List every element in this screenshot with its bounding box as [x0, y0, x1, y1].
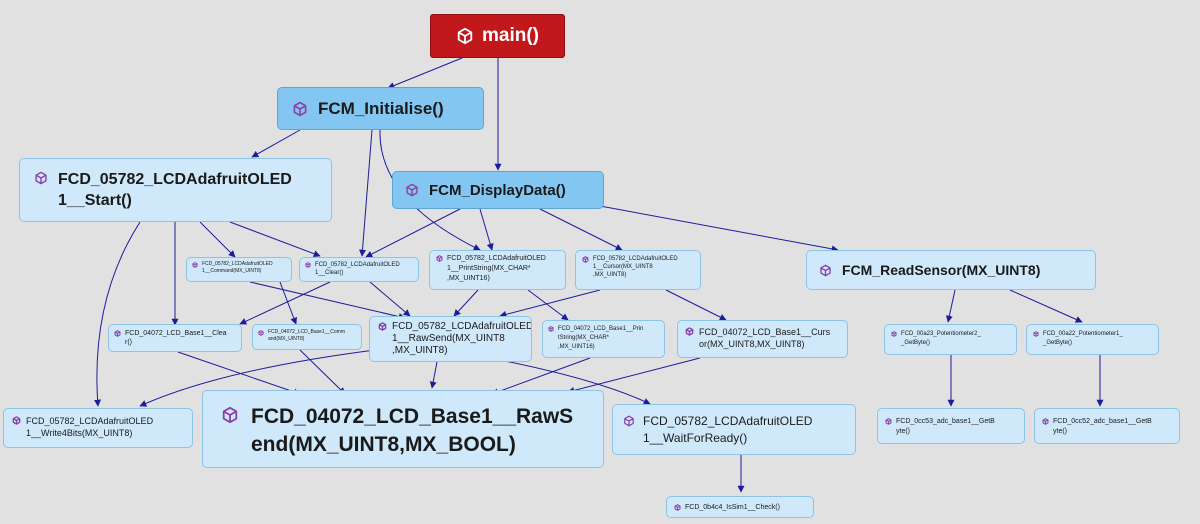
- function-cube-icon: [406, 183, 418, 197]
- node-cursor-04072[interactable]: FCD_04072_LCD_Base1__Curs or(MX_UINT8,MX…: [677, 320, 848, 358]
- edge: [199, 221, 236, 258]
- node-clear-04072[interactable]: FCD_04072_LCD_Base1__Clea r(): [108, 324, 242, 352]
- edge: [665, 289, 727, 321]
- edge: [599, 205, 839, 253]
- node-command-04072-label: FCD_04072_LCD_Base1__Comm and(MX_UINT8): [268, 329, 345, 342]
- node-fcm-displaydata[interactable]: FCM_DisplayData(): [392, 171, 604, 209]
- function-cube-icon: [1042, 418, 1049, 425]
- edge: [229, 221, 321, 258]
- node-command-04072[interactable]: FCD_04072_LCD_Base1__Comm and(MX_UINT8): [252, 324, 362, 350]
- edge: [429, 361, 438, 389]
- node-adc53-label: FCD_0cc53_adc_base1__GetB yte(): [896, 418, 995, 435]
- function-cube-icon: [1033, 331, 1039, 337]
- node-potentiometer2-label: FCD_00a23_Potentiometer2_ _GetByte(): [901, 331, 981, 346]
- function-cube-icon: [624, 415, 634, 427]
- edge: [279, 281, 298, 325]
- edge: [567, 357, 701, 394]
- node-issim-check[interactable]: FCD_0b4c4_IsSim1__Check(): [666, 496, 814, 518]
- node-fcm-readsensor[interactable]: FCM_ReadSensor(MX_UINT8): [806, 250, 1096, 290]
- function-cube-icon: [192, 262, 198, 268]
- function-cube-icon: [820, 264, 831, 276]
- node-write4bits[interactable]: FCD_05782_LCDAdafruitOLED 1__Write4Bits(…: [3, 408, 193, 448]
- edge: [239, 281, 331, 325]
- edge: [453, 289, 479, 317]
- function-cube-icon: [35, 171, 47, 185]
- node-main[interactable]: main(): [430, 14, 565, 58]
- node-write4bits-label: FCD_05782_LCDAdafruitOLED 1__Write4Bits(…: [26, 416, 154, 438]
- edge: [1009, 289, 1083, 323]
- edge: [387, 57, 463, 89]
- node-fcm-readsensor-label: FCM_ReadSensor(MX_UINT8): [842, 262, 1041, 278]
- function-cube-icon: [582, 256, 589, 263]
- edge: [94, 221, 141, 407]
- node-cursor-05782-label: FCD_05782_LCDAdafruitOLED 1__Cursor(MX_U…: [593, 256, 678, 278]
- edge: [491, 357, 591, 396]
- node-printstring-04072-label: FCD_04072_LCD_Base1__Prin tString(MX_CHA…: [558, 326, 644, 350]
- edge: [527, 289, 569, 321]
- edge: [299, 349, 346, 395]
- edge: [249, 281, 406, 320]
- edge: [539, 208, 623, 251]
- edge: [365, 208, 461, 258]
- node-command-05782-label: FCD_05782_LCDAdafruitOLED 1__Command(MX_…: [202, 261, 273, 274]
- node-printstring-04072[interactable]: FCD_04072_LCD_Base1__Prin tString(MX_CHA…: [542, 320, 665, 358]
- function-cube-icon: [885, 418, 892, 425]
- node-issim-check-label: FCD_0b4c4_IsSim1__Check(): [685, 503, 780, 511]
- node-cursor-05782[interactable]: FCD_05782_LCDAdafruitOLED 1__Cursor(MX_U…: [575, 250, 701, 290]
- node-adc52[interactable]: FCD_0cc52_adc_base1__GetB yte(): [1034, 408, 1180, 444]
- function-cube-icon: [305, 262, 311, 268]
- function-cube-icon: [436, 255, 443, 262]
- edge: [945, 289, 956, 323]
- function-cube-icon: [222, 406, 238, 424]
- node-cursor-04072-label: FCD_04072_LCD_Base1__Curs or(MX_UINT8,MX…: [699, 327, 831, 349]
- node-start[interactable]: FCD_05782_LCDAdafruitOLED 1__Start(): [19, 158, 332, 222]
- edge: [177, 351, 301, 396]
- function-cube-icon: [12, 416, 21, 425]
- node-waitforready[interactable]: FCD_05782_LCDAdafruitOLED 1__WaitForRead…: [612, 404, 856, 455]
- node-potentiometer2[interactable]: FCD_00a23_Potentiometer2_ _GetByte(): [884, 324, 1017, 355]
- node-main-label: main(): [482, 25, 539, 46]
- function-cube-icon: [685, 327, 694, 336]
- node-fcm-displaydata-label: FCM_DisplayData(): [429, 181, 566, 199]
- node-command-05782[interactable]: FCD_05782_LCDAdafruitOLED 1__Command(MX_…: [186, 257, 292, 282]
- node-adc53[interactable]: FCD_0cc53_adc_base1__GetB yte(): [877, 408, 1025, 444]
- edge: [479, 208, 494, 251]
- node-printstring-05782-label: FCD_05782_LCDAdafruitOLED 1__PrintString…: [447, 255, 546, 282]
- function-cube-icon: [293, 101, 307, 116]
- node-fcm-initialise-label: FCM_Initialise(): [318, 98, 444, 118]
- edge: [139, 349, 376, 407]
- node-fcm-initialise[interactable]: FCM_Initialise(): [277, 87, 484, 130]
- edge: [251, 129, 301, 158]
- function-cube-icon: [457, 27, 473, 45]
- edge: [359, 129, 373, 257]
- node-potentiometer1[interactable]: FCD_00a22_Potentiometer1_ _GetByte(): [1026, 324, 1159, 355]
- function-cube-icon: [378, 322, 387, 331]
- node-adc52-label: FCD_0cc52_adc_base1__GetB yte(): [1053, 418, 1152, 435]
- node-potentiometer1-label: FCD_00a22_Potentiometer1_ _GetByte(): [1043, 331, 1123, 346]
- node-rawsend-04072[interactable]: FCD_04072_LCD_Base1__RawS end(MX_UINT8,M…: [202, 390, 604, 468]
- node-rawsend-05782[interactable]: FCD_05782_LCDAdafruitOLED 1__RawSend(MX_…: [369, 316, 532, 362]
- node-rawsend-05782-label: FCD_05782_LCDAdafruitOLED 1__RawSend(MX_…: [392, 321, 532, 356]
- node-waitforready-label: FCD_05782_LCDAdafruitOLED 1__WaitForRead…: [643, 414, 813, 445]
- edge: [499, 289, 601, 318]
- function-cube-icon: [114, 330, 121, 337]
- function-cube-icon: [258, 330, 264, 336]
- node-clear-05782[interactable]: FCD_05782_LCDAdafruitOLED 1__Clear(): [299, 257, 419, 282]
- function-cube-icon: [891, 331, 897, 337]
- edge: [369, 281, 411, 317]
- node-start-label: FCD_05782_LCDAdafruitOLED 1__Start(): [58, 171, 292, 209]
- function-cube-icon: [548, 326, 554, 332]
- node-clear-05782-label: FCD_05782_LCDAdafruitOLED 1__Clear(): [315, 262, 400, 276]
- edge: [499, 359, 651, 405]
- node-printstring-05782[interactable]: FCD_05782_LCDAdafruitOLED 1__PrintString…: [429, 250, 566, 290]
- node-rawsend-04072-label: FCD_04072_LCD_Base1__RawS end(MX_UINT8,M…: [251, 405, 574, 456]
- node-clear-04072-label: FCD_04072_LCD_Base1__Clea r(): [125, 330, 227, 346]
- function-cube-icon: [674, 503, 681, 511]
